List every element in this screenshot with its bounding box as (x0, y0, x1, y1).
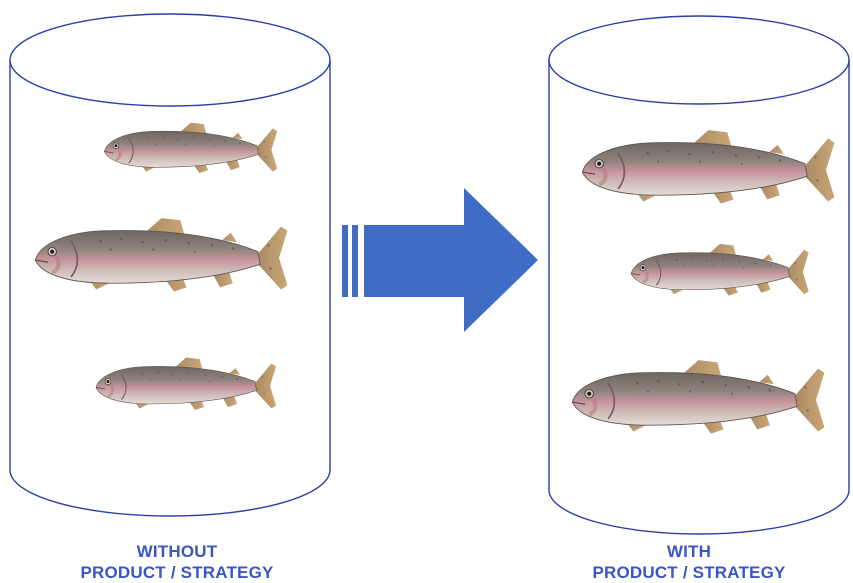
left-fish-middle (35, 218, 287, 292)
left-fish-bottom (96, 358, 276, 411)
left-fish-top (104, 123, 277, 173)
left-tank-top (10, 14, 330, 106)
right-tank-outline (549, 60, 849, 534)
left-caption-line2: PRODUCT / STRATEGY (47, 562, 307, 583)
right-fish-middle (631, 244, 809, 296)
left-caption-line1: WITHOUT (47, 541, 307, 562)
right-tank-top (549, 16, 849, 104)
right-tank-caption: WITH PRODUCT / STRATEGY (559, 541, 819, 583)
right-caption-line2: PRODUCT / STRATEGY (559, 562, 819, 583)
right-tank (549, 16, 849, 534)
left-tank (10, 14, 330, 516)
right-caption-line1: WITH (559, 541, 819, 562)
right-fish-bottom (572, 360, 824, 434)
left-tank-caption: WITHOUT PRODUCT / STRATEGY (47, 541, 307, 583)
right-fish-top (582, 130, 834, 204)
right-arrow-icon (342, 188, 538, 332)
